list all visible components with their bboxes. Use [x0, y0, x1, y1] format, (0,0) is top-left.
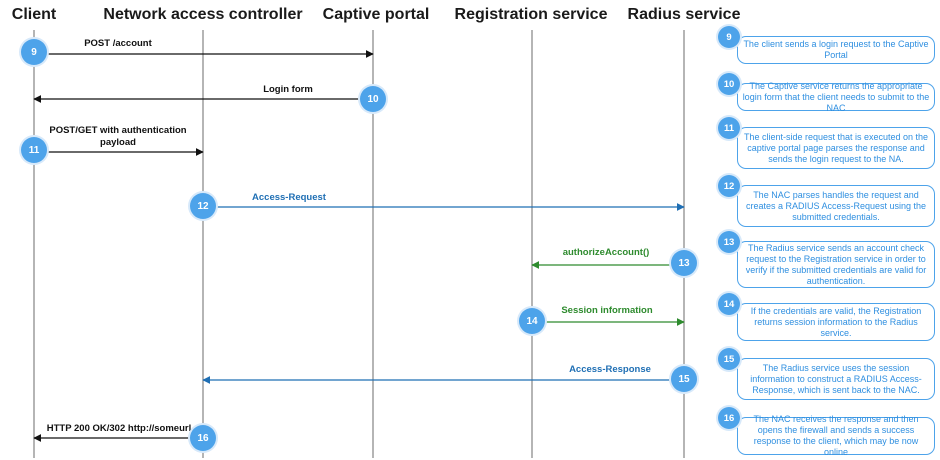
actor-network-access-controller: Network access controller	[103, 6, 303, 23]
note-badge-12: 12	[718, 175, 740, 197]
step-note-14: If the credentials are valid, the Regist…	[737, 303, 935, 341]
message-label-15: Access-Response	[569, 364, 651, 375]
message-label-13: authorizeAccount()	[562, 247, 650, 258]
step-badge-14: 14	[519, 308, 545, 334]
message-label-16: HTTP 200 OK/302 http://someurl	[46, 423, 192, 434]
step-badge-9: 9	[21, 39, 47, 65]
step-badge-13: 13	[671, 250, 697, 276]
note-badge-13: 13	[718, 231, 740, 253]
step-note-9: The client sends a login request to the …	[737, 36, 935, 64]
step-badge-16: 16	[190, 425, 216, 451]
note-badge-15: 15	[718, 348, 740, 370]
message-label-9: POST /account	[84, 38, 152, 49]
step-badge-15: 15	[671, 366, 697, 392]
actor-radius-service: Radius service	[627, 6, 741, 23]
step-note-10: The Captive service returns the appropri…	[737, 81, 935, 113]
message-label-12: Access-Request	[252, 192, 326, 203]
note-badge-14: 14	[718, 293, 740, 315]
message-label-14: Session information	[561, 305, 653, 316]
step-badge-10: 10	[360, 86, 386, 112]
actor-client: Client	[11, 6, 57, 23]
step-note-11: The client-side request that is executed…	[737, 127, 935, 169]
note-badge-10: 10	[718, 73, 740, 95]
actor-registration-service: Registration service	[454, 6, 608, 23]
step-badge-12: 12	[190, 193, 216, 219]
step-note-15: The Radius service uses the session info…	[737, 358, 935, 400]
note-badge-11: 11	[718, 117, 740, 139]
step-note-13: The Radius service sends an account chec…	[737, 241, 935, 288]
step-badge-11: 11	[21, 137, 47, 163]
step-note-16: The NAC receives the response and then o…	[737, 414, 935, 457]
note-badge-9: 9	[718, 26, 740, 48]
actor-captive-portal: Captive portal	[322, 6, 430, 23]
message-label-10: Login form	[263, 84, 313, 95]
step-note-12: The NAC parses handles the request and c…	[737, 185, 935, 227]
note-badge-16: 16	[718, 407, 740, 429]
